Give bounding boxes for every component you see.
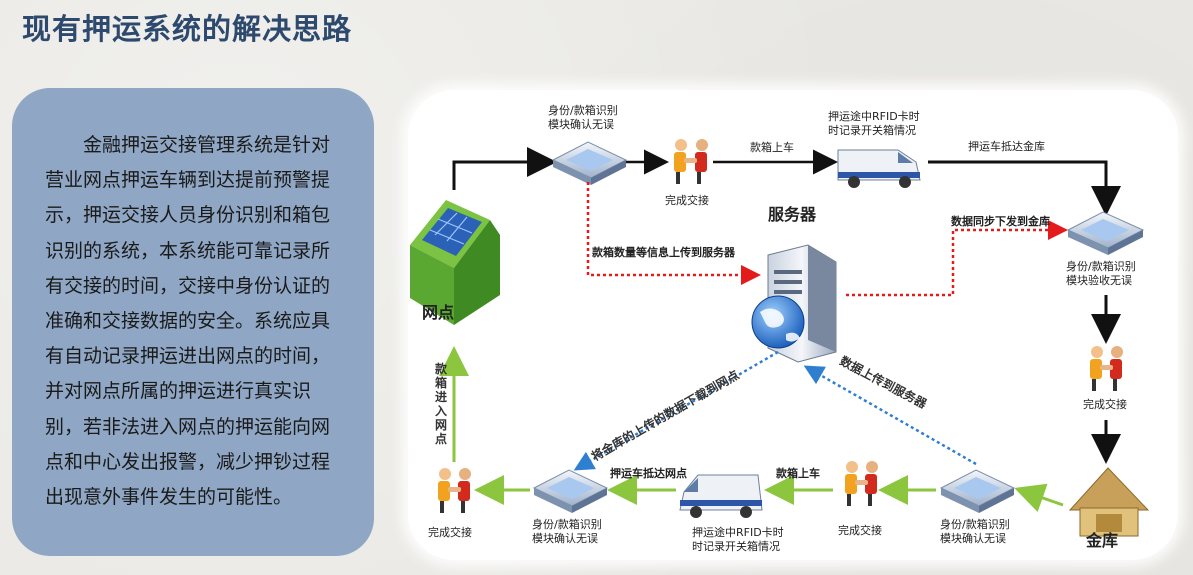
server-icon [751,244,837,363]
top-id-reader-icon [551,141,628,185]
bottom-right-handshake-icon [845,461,878,506]
bottom-id-check-left-label-1: 身份/款箱识别 [532,518,602,531]
server-label: 服务器 [768,205,817,224]
bottom-arrive-branch-label: 押运车抵达网点 [610,467,687,480]
flow-diagram: 网点 金库 服务器 身份/款箱识别 模块确认无误 完成交接 款箱上车 押运途中R… [408,90,1178,560]
bottom-rfid-label-2: 时记录开关箱情况 [692,540,780,553]
top-loading-label: 款箱上车 [750,141,794,154]
top-van-icon [837,149,921,188]
top-id-check-label-2: 模块确认无误 [548,118,614,131]
page-title: 现有押运系统的解决思路 [22,12,353,46]
vault-icon [1068,467,1150,537]
description-text: 金融押运交接管理系统是针对营业网点押运车辆到达提前预警提示，押运交接人员身份识别… [45,134,331,509]
sync-down-label: 数据同步下发到金库 [951,215,1050,228]
upload-info-label: 款箱数量等信息上传到服务器 [592,246,735,259]
bottom-id-check-left-label-2: 模块确认无误 [532,532,598,545]
top-arrive-vault-label: 押运车抵达金库 [968,140,1045,153]
description-panel: 金融押运交接管理系统是针对营业网点押运车辆到达提前预警提示，押运交接人员身份识别… [12,88,374,556]
right-handover-label: 完成交接 [1083,398,1127,411]
bottom-left-handshake-icon [438,468,471,513]
box-enter-branch-label: 款箱进入网点 [434,362,447,446]
bottom-van-icon [679,474,763,518]
right-id-check-label-2: 模块验收无误 [1066,274,1132,287]
bottom-id-check-label-2: 模块确认无误 [940,532,1006,545]
top-handover-label: 完成交接 [665,194,709,207]
top-rfid-label-2: 时记录开关箱情况 [828,124,916,137]
vault-label: 金库 [1086,531,1119,550]
right-handshake-icon [1090,346,1123,391]
bottom-id-check-label-1: 身份/款箱识别 [940,518,1010,531]
branch-house-icon [410,200,500,325]
right-id-check-label-1: 身份/款箱识别 [1066,260,1136,273]
flow-diagram-graphics [410,139,1150,537]
right-id-reader-icon [1066,211,1145,255]
bottom-rfid-label-1: 押运途中RFID卡时 [692,526,784,539]
bottom-loading-label: 款箱上车 [776,467,820,480]
top-rfid-label-1: 押运途中RFID卡时 [828,110,920,123]
branch-label: 网点 [422,303,455,322]
bottom-left-id-reader-icon [532,469,609,513]
bottom-handover-left-label: 完成交接 [428,526,472,539]
bottom-handover-right-label: 完成交接 [838,524,882,537]
top-handshake-icon [674,139,708,184]
top-id-check-label-1: 身份/款箱识别 [548,104,618,117]
bottom-right-id-reader-icon [939,469,1016,513]
